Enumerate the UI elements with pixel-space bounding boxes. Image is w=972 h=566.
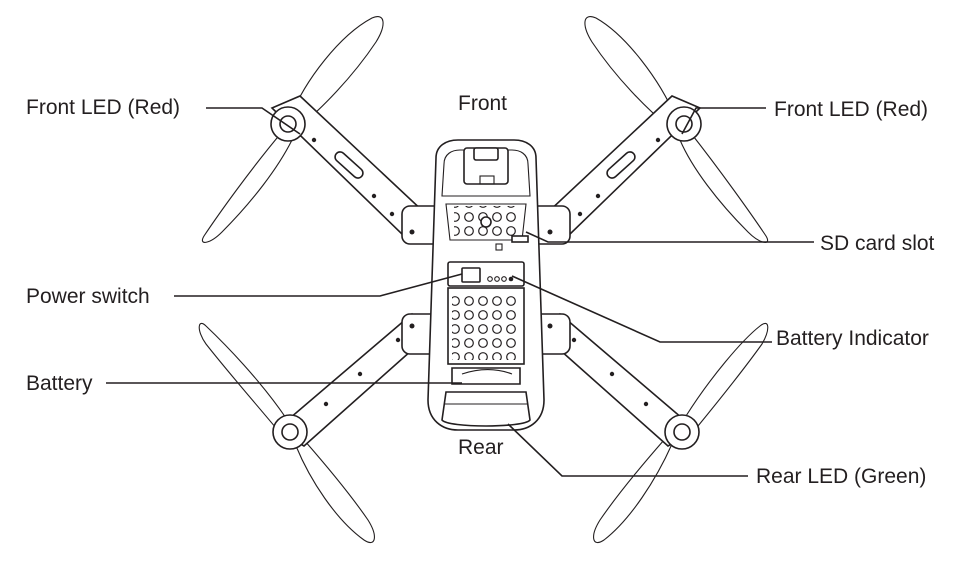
battery-indicator-label: Battery Indicator <box>776 327 929 350</box>
leader-lines <box>106 107 814 477</box>
battery-label: Battery <box>26 372 93 395</box>
leader-front-led-right <box>681 107 766 135</box>
front-label: Front <box>458 92 508 115</box>
leader-sd-card-slot <box>525 231 814 243</box>
propeller-front-left <box>202 16 384 243</box>
leader-battery-indicator <box>511 275 772 343</box>
power-switch-button <box>461 267 481 283</box>
power-switch-label: Power switch <box>26 285 150 308</box>
sd-card-slot-label: SD card slot <box>820 232 935 255</box>
leader-front-led-left <box>206 107 301 135</box>
front-led-left-label: Front LED (Red) <box>26 96 181 119</box>
propeller-rear-left <box>198 322 375 544</box>
drone-body <box>427 139 545 431</box>
sd-card-slot <box>511 235 529 243</box>
rear-label: Rear <box>458 436 504 459</box>
leader-power-switch <box>174 273 463 297</box>
rear-led-label: Rear LED (Green) <box>756 465 927 488</box>
arm-front-left <box>270 95 428 238</box>
front-led-right-label: Front LED (Red) <box>774 98 929 121</box>
leader-rear-led <box>507 423 748 477</box>
propeller-rear-right <box>593 322 769 544</box>
arm-rear-right <box>540 312 700 450</box>
